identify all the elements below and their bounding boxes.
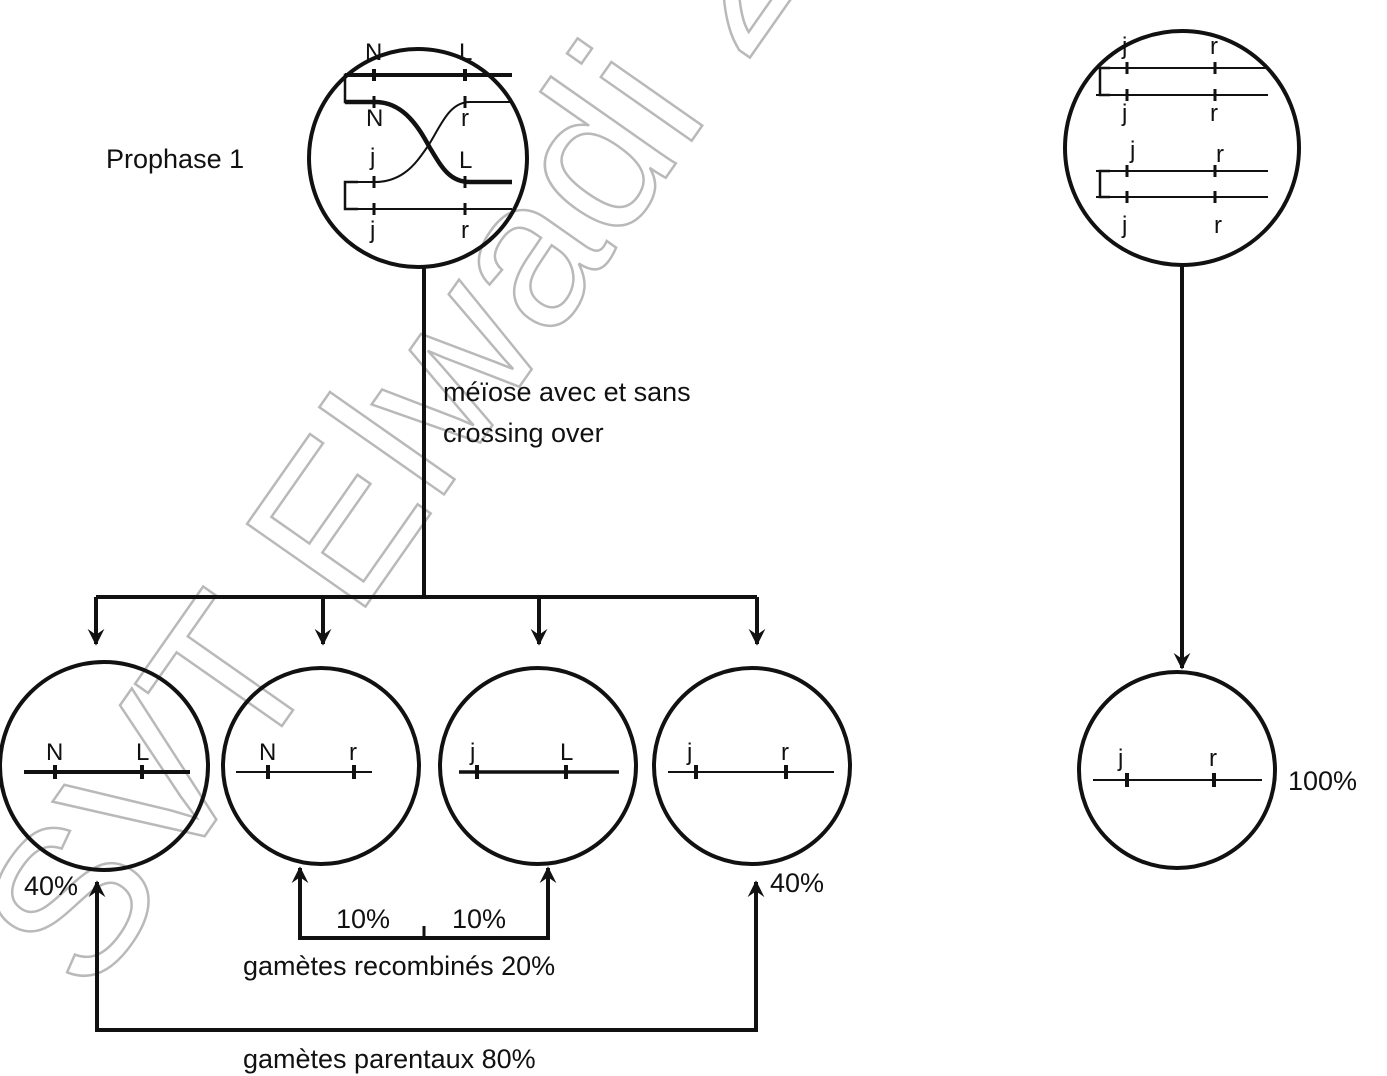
gene-label: j [1121,100,1127,127]
gamete-2-percent: 10% [336,904,390,934]
gamete-cell-3: j L [440,668,636,864]
gamete-1-percent: 40% [24,871,78,901]
gene-label: j [1121,212,1127,239]
gene-label: r [1216,141,1224,168]
gamete-cell-4: j r [654,668,850,864]
gene-label: r [1210,100,1218,127]
meiosis-label-line2: crossing over [443,418,604,448]
gene-label: r [1214,212,1222,239]
gene-label: j [469,739,475,766]
gene-label: N [46,739,63,766]
gene-label: L [136,739,149,766]
gene-label: r [1209,745,1217,772]
right-gamete-cell: j r [1079,672,1275,868]
prophase-label: Prophase 1 [106,144,244,174]
gene-label: L [560,739,573,766]
gene-label: r [781,739,789,766]
right-parent-cell: j r j r j r j r [1065,31,1299,265]
gene-label: r [1210,33,1218,60]
gene-label: j [686,739,692,766]
gene-label: r [349,739,357,766]
gene-label: j [369,144,375,171]
gene-label: j [1121,33,1127,60]
gene-label: N [366,105,383,132]
gene-label: N [259,739,276,766]
meiosis-label-line1: méïose avec et sans [443,377,691,407]
gene-label: r [461,217,469,244]
gene-label: j [1117,745,1123,772]
parental-label: gamètes parentaux 80% [243,1044,536,1074]
gene-label: N [365,39,382,66]
gene-label: j [1129,137,1135,164]
right-gamete-percent: 100% [1288,766,1357,796]
gene-label: r [461,105,469,132]
gene-label: L [459,39,472,66]
gene-label: L [459,147,472,174]
gamete-3-percent: 10% [452,904,506,934]
gamete-4-percent: 40% [770,868,824,898]
recombined-label: gamètes recombinés 20% [243,951,555,981]
gene-label: j [369,217,375,244]
